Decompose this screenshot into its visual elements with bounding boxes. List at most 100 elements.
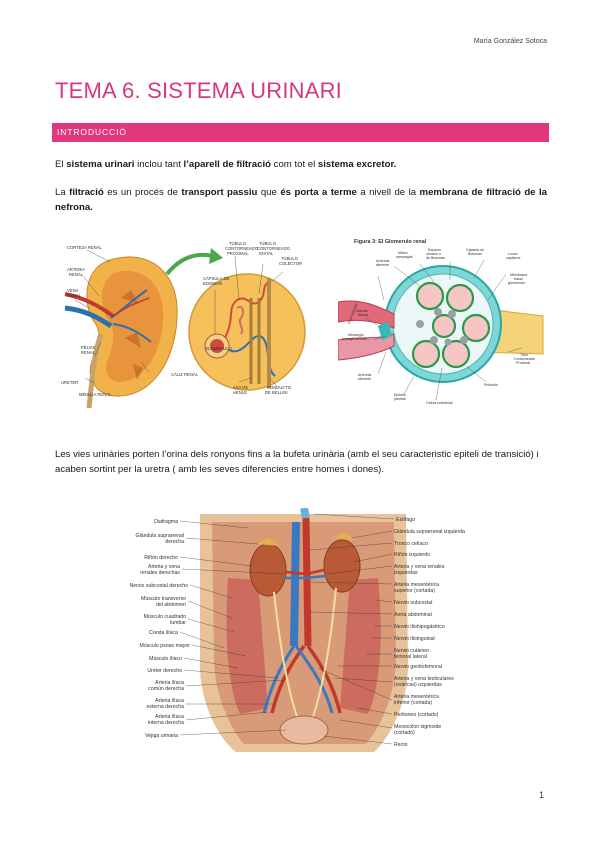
label-asa-henle: ASA DE	[233, 385, 248, 390]
label-ureter: URÉTER	[61, 380, 78, 385]
label-membrana-basal-3: glomerular	[508, 281, 526, 285]
abdomen-right-label: Glándula suprarrenal izquierda	[394, 529, 465, 535]
label-tubulo-distal-2: CONTORNEADO	[257, 246, 291, 251]
abdomen-left-label: Músculo ilíaco	[149, 656, 182, 662]
label-pelvis-renal-2: RENAL	[81, 350, 96, 355]
abdomen-right-label: Esófago	[396, 517, 415, 523]
label-polo-vascular: Polo vascular	[347, 302, 358, 324]
abdomen-right-label: Nervio ilioinguinal	[394, 636, 435, 642]
label-macula-densa: Mácula	[356, 309, 368, 313]
abdomen-left-label: Arteria ilíaca	[155, 698, 184, 704]
label-espacio-urinario: Espacio	[428, 248, 441, 252]
abdomen-left-label: interna derecha	[148, 720, 184, 726]
abdomen-left-label: externa derecha	[147, 704, 185, 710]
label-tubulo-colector-2: COLECTOR	[279, 261, 302, 266]
label-luces-capilares-2: capilares	[506, 256, 521, 260]
label-capsula-bowman-2: BOWMAN	[203, 281, 222, 286]
section-header-bar: INTRODUCCIÓ	[52, 123, 549, 142]
abdomen-left-label: Vejiga urinaria	[145, 733, 178, 739]
page-number: 1	[538, 790, 544, 800]
abdomen-left-label: lumbar	[170, 620, 186, 626]
urinary-tract-figure: Diafragma Glándula suprarrenal derecha R…	[128, 508, 480, 753]
kidney-nephron-figure: CORTEZA RENAL ARTERIA RENAL VENA RENAL P…	[55, 238, 310, 410]
abdomen-right-label: Arteria mesentérica	[394, 694, 439, 700]
label-matriz-mesangial-2: mesangial	[396, 255, 413, 259]
section-header-label: INTRODUCCIÓ	[57, 127, 127, 137]
label-arteriola-eferente: Arteriola	[358, 373, 371, 377]
label-arteria-renal: ARTERIA	[67, 267, 85, 272]
abdomen-left-label: Riñón derecho	[144, 555, 178, 561]
label-tubulo-proximal-2: CONTORNEADO	[225, 246, 259, 251]
label-arteria-renal-2: RENAL	[69, 272, 84, 277]
label-espacio-urinario-2: urinario o	[426, 252, 441, 256]
label-tubulo-proximal-3: PROXIMAL	[227, 251, 249, 256]
abdomen-left-label: Cresta ilíaca	[149, 630, 178, 636]
label-medula-renal: MÉDULA RENAL	[79, 392, 112, 397]
abdomen-left-label: Arteria ilíaca	[155, 680, 184, 686]
abdomen-left-label: Uréter derecho	[147, 668, 182, 674]
abdomen-right-label: Arteria y vena testiculares	[394, 676, 454, 682]
label-capsula-bowman-2: Bowman	[468, 252, 482, 256]
abdomen-left-label: Músculo psoas mayor	[140, 643, 191, 649]
abdomen-left-label: derecha	[165, 539, 184, 545]
label-espacio-urinario-3: de Bowman	[426, 256, 445, 260]
abdomen-right-label: Nervio subcostal	[394, 600, 432, 606]
abdomen-right-label: Aorta abdominal	[394, 612, 432, 618]
abdomen-left-label: Músculo cuadrado	[144, 614, 187, 620]
label-macula-densa-2: densa	[358, 313, 368, 317]
abdomen-left-label: Arteria y vena	[148, 564, 180, 570]
label-tubo-proximal-2: Contorneado	[514, 357, 535, 361]
paragraph-urinary-tract: Les vies urinàries porten l’orina dels r…	[55, 449, 539, 475]
label-mesangio-extraglomerular: Mesangio	[348, 333, 364, 337]
abdomen-right-label: Riñón izquierdo	[394, 552, 430, 558]
label-tubo-proximal-3: Proximal	[516, 361, 530, 365]
label-tubulo-distal-3: DISTAL	[259, 251, 274, 256]
label-vena-renal: VENA	[67, 288, 79, 293]
label-luces-capilares: Luces	[508, 252, 518, 256]
paragraph-filtration: La filtració es un procés de transport p…	[55, 187, 547, 213]
label-caliz-renal: CÁLIZ RENAL	[171, 372, 199, 377]
abdomen-left-label: Arteria ilíaca	[155, 714, 184, 720]
page-title: TEMA 6. SISTEMA URINARI	[55, 78, 342, 103]
label-vena-renal-2: RENAL	[67, 293, 82, 298]
label-arteriola-aferente: Arteriola	[376, 259, 389, 263]
label-conducto-bellini: CONDUCTO	[267, 385, 292, 390]
abdomen-left-label: Diafragma	[154, 519, 178, 525]
abdomen-right-label: superior (cortada)	[394, 588, 435, 594]
abdomen-left-label: del abdomen	[156, 602, 186, 608]
abdomen-left-label: Nervio subcostal derecho	[129, 583, 188, 589]
abdomen-right-label: Nervio genitofemoral	[394, 664, 442, 670]
abdomen-right-label: Arteria y vena renales	[394, 564, 445, 570]
author-name: María González Sotoca	[473, 38, 547, 45]
abdomen-right-label: Recto	[394, 742, 408, 748]
label-tubulo-distal: TÚBULO	[259, 241, 277, 246]
label-matriz-mesangial: Matriz	[398, 251, 408, 255]
label-corteza-renal: CORTEZA RENAL	[67, 245, 102, 250]
abdomen-right-label: (cortado)	[394, 730, 415, 736]
abdomen-right-label: Nervio cutáneo	[394, 648, 429, 654]
abdomen-left-label: renales derechas	[140, 570, 180, 576]
abdomen-left-label: Músculo transverso	[141, 596, 186, 602]
abdomen-right-label: inferior (cortada)	[394, 700, 432, 706]
label-tubo-proximal: Tubo	[520, 353, 528, 357]
abdomen-right-label: Nervio iliohipogástrico	[394, 624, 445, 630]
glomerulus-figure-title: Figura 3: El Glomerulo renal	[354, 239, 427, 245]
label-arteriola-aferente-2: aferente	[376, 263, 389, 267]
label-tubulo-colector: TÚBULO	[281, 256, 299, 261]
abdomen-right-label: izquierdas	[394, 570, 418, 576]
label-capsula-bowman: CÁPSULA DE	[203, 276, 230, 281]
glomerulus-figure: Figura 3: El Glomerulo renal	[338, 236, 548, 408]
paragraph-intro: El sistema urinari inclou tant l’aparell…	[55, 159, 397, 170]
label-glomerulo: GLOMÉRULO	[205, 346, 233, 351]
label-asa-henle-2: HENLE	[233, 390, 247, 395]
label-tubulo-proximal: TÚBULO	[229, 241, 247, 246]
abdomen-right-label: (ováricas) izquierdas	[394, 682, 442, 688]
label-celula-endotelial: Célula endotelial	[426, 401, 453, 405]
label-capsula-bowman: Cápsula de	[466, 248, 484, 252]
label-epitelio-parietal-2: parietal	[394, 397, 406, 401]
label-pelvis-renal: PÉLVIS	[81, 345, 96, 350]
abdomen-right-label: femoral lateral	[394, 654, 427, 660]
abdomen-right-label: Arteria mesentérica	[394, 582, 439, 588]
label-membrana-basal-2: basal	[514, 277, 523, 281]
label-podocito: Podocito	[484, 383, 498, 387]
